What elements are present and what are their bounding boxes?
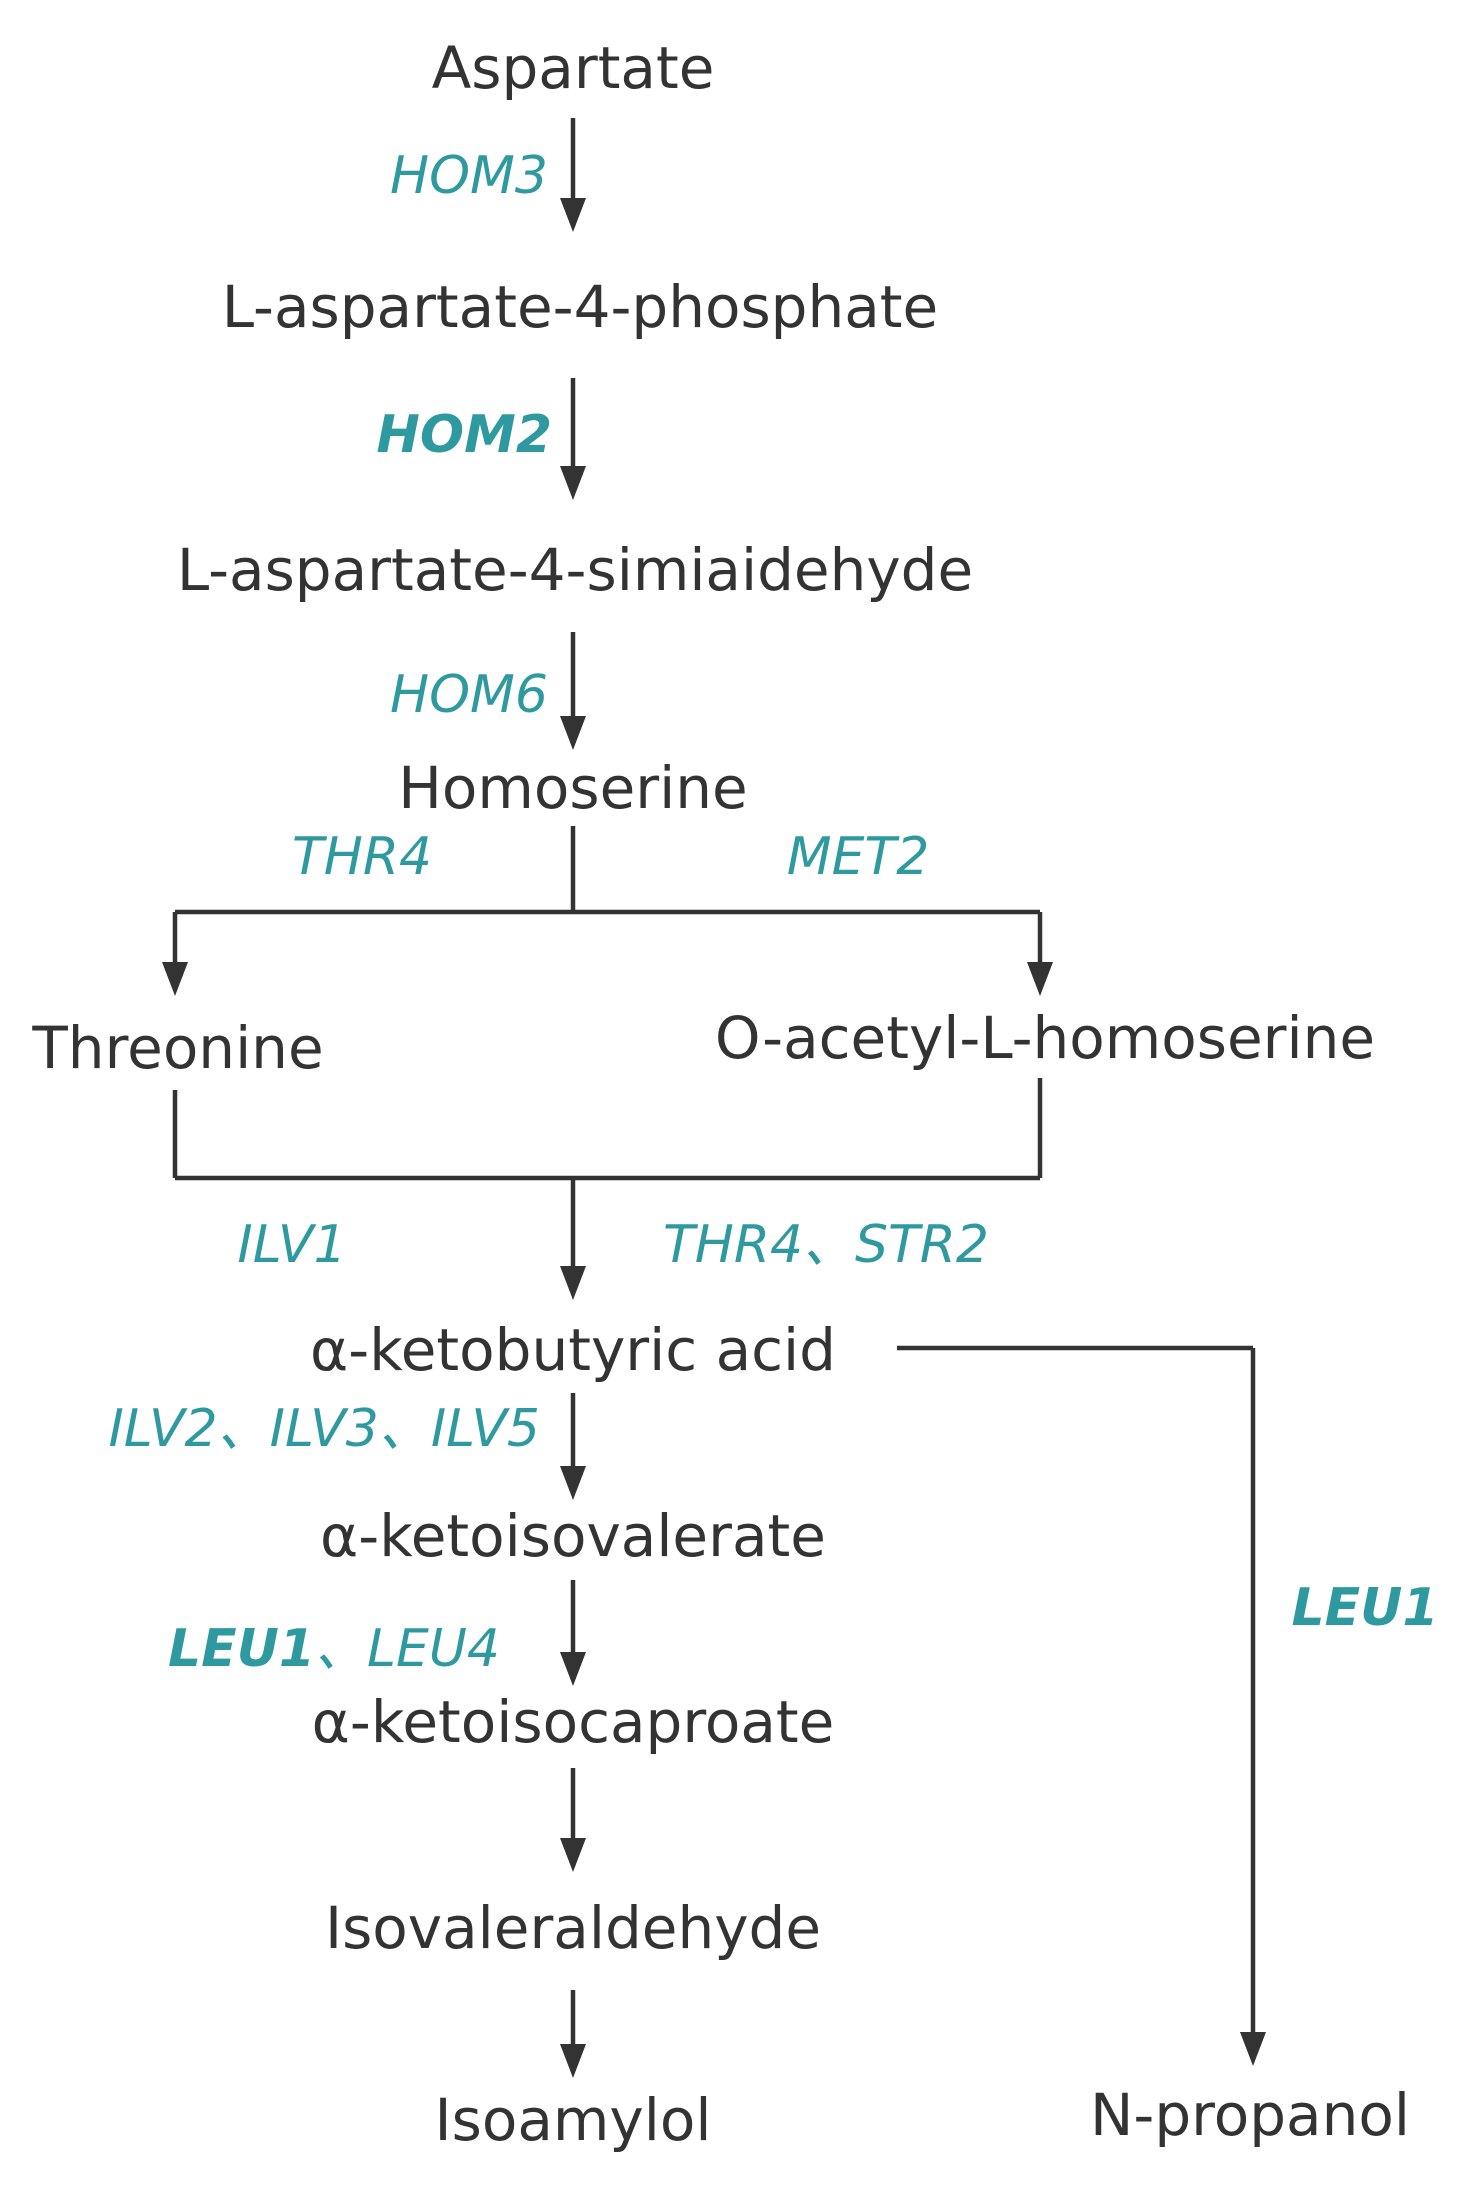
compound-o-acetyl-l-homoserine: O-acetyl-L-homoserine — [715, 1004, 1375, 1072]
arrowhead — [1240, 2032, 1266, 2066]
enzymes: HOM3 HOM2 HOM6 THR4 MET2 ILV1 THR4、STR2 … — [108, 146, 1438, 1679]
arrowhead — [1027, 962, 1053, 996]
enzyme-separator: 、 — [315, 1619, 367, 1679]
compounds: Aspartate L-aspartate-4-phosphate L-aspa… — [31, 34, 1410, 2154]
arrowhead — [560, 1838, 586, 1872]
compound-homoserine: Homoserine — [398, 754, 747, 822]
enzyme-thr4-str2: THR4、STR2 — [663, 1215, 989, 1275]
compound-alpha-ketobutyric-acid: α-ketobutyric acid — [310, 1316, 836, 1384]
enzyme-ilv2-ilv3-ilv5: ILV2、ILV3、ILV5 — [108, 1399, 540, 1459]
enzyme-leu1: LEU1 — [168, 1619, 315, 1679]
enzyme-hom3: HOM3 — [390, 146, 548, 206]
enzyme-met2: MET2 — [787, 827, 930, 887]
arrowhead — [560, 716, 586, 750]
arrowhead — [560, 1466, 586, 1500]
arrowhead — [162, 962, 188, 996]
connectors — [162, 118, 1266, 2078]
compound-alpha-ketoisocaproate: α-ketoisocaproate — [312, 1688, 835, 1756]
compound-l-aspartate-4-phosphate: L-aspartate-4-phosphate — [222, 273, 938, 341]
arrowhead — [560, 1652, 586, 1686]
arrowhead — [560, 198, 586, 232]
enzyme-leu4: LEU4 — [367, 1619, 500, 1679]
arrowhead — [560, 2044, 586, 2078]
compound-isoamylol: Isoamylol — [435, 2086, 712, 2154]
enzyme-hom2: HOM2 — [376, 405, 552, 465]
enzyme-hom6: HOM6 — [390, 665, 548, 725]
arrowhead — [560, 1266, 586, 1300]
compound-aspartate: Aspartate — [432, 34, 715, 102]
enzyme-leu1-leu4: LEU1、LEU4 — [168, 1619, 500, 1679]
enzyme-leu1-right: LEU1 — [1291, 1578, 1438, 1638]
compound-l-aspartate-4-semialdehyde: L-aspartate-4-simiaidehyde — [177, 536, 973, 604]
compound-n-propanol: N-propanol — [1090, 2081, 1410, 2149]
compound-threonine: Threonine — [31, 1014, 323, 1082]
enzyme-ilv1: ILV1 — [237, 1215, 346, 1275]
compound-alpha-ketoisovalerate: α-ketoisovalerate — [320, 1502, 826, 1570]
arrowhead — [560, 466, 586, 500]
compound-isovaleraldehyde: Isovaleraldehyde — [325, 1894, 821, 1962]
enzyme-thr4-left: THR4 — [292, 827, 432, 887]
